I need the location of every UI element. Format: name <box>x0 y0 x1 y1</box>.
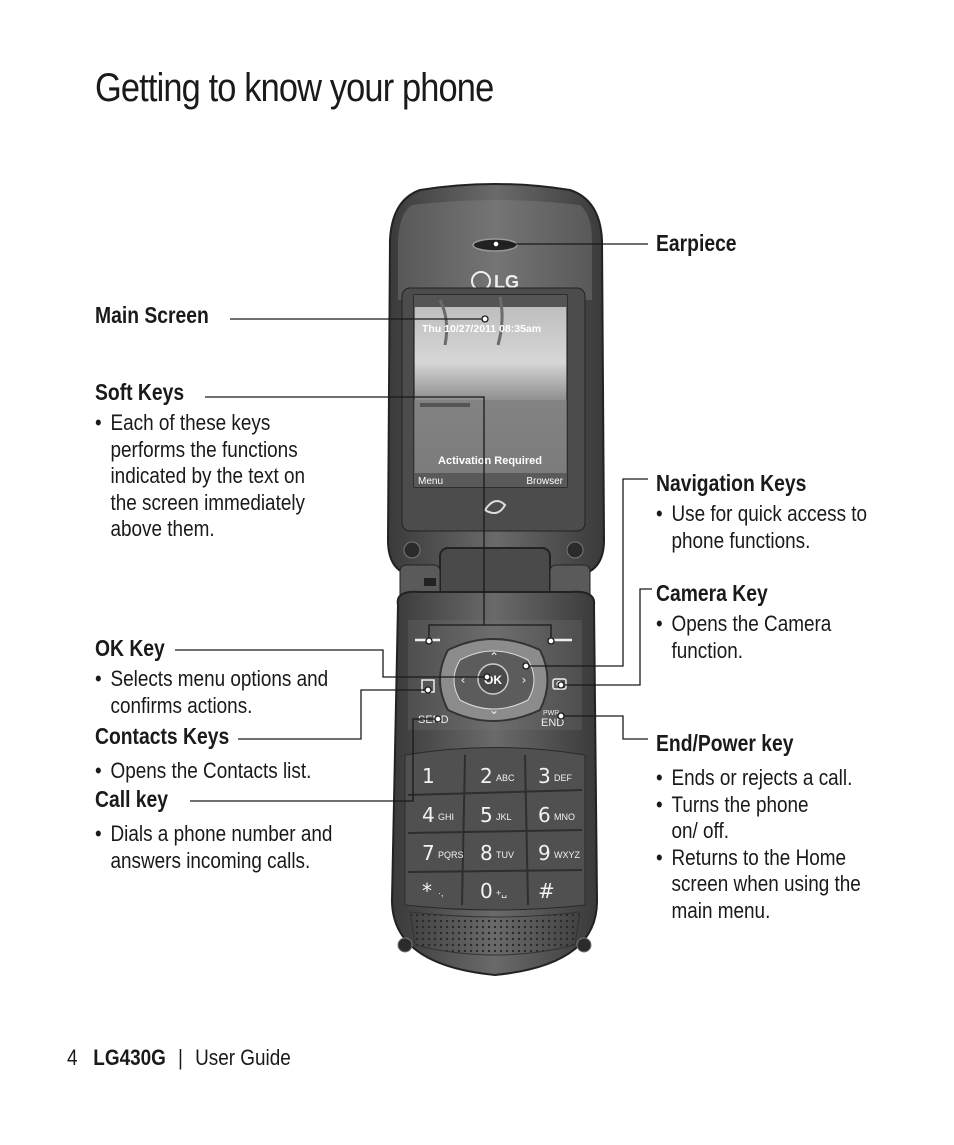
keypad-digit-5[interactable]: 5 <box>480 803 493 827</box>
callout-call-key-title: Call key <box>95 786 169 812</box>
callout-end-power-key-title: End/Power key <box>656 730 794 756</box>
svg-text:‹: ‹ <box>461 673 466 687</box>
keypad-letters-7: PQRS <box>438 850 464 860</box>
keypad-digit-7[interactable]: 7 <box>422 841 435 865</box>
footer-model: LG430G <box>93 1045 166 1070</box>
keypad-letters-9: WXYZ <box>554 850 581 860</box>
keypad-letters-4: GHI <box>438 812 454 822</box>
page-title: Getting to know your phone <box>95 66 494 110</box>
leader-ok-key <box>175 649 487 678</box>
callout-main-screen-title: Main Screen <box>95 302 209 328</box>
callout-soft-keys: Soft Keys Each of these keys performs th… <box>95 378 363 543</box>
page-footer: 4 LG430G | User Guide <box>67 1045 291 1071</box>
callout-end-power-key: End/Power key Ends or rejects a call. Tu… <box>656 729 914 924</box>
leader-contacts-keys <box>238 689 428 740</box>
callout-earpiece: Earpiece <box>656 229 752 257</box>
keypad-letters-5: JKL <box>496 812 512 822</box>
callout-contacts-keys-title: Contacts Keys <box>95 723 230 749</box>
page-number: 4 <box>67 1045 78 1070</box>
callout-soft-keys-title: Soft Keys <box>95 379 185 405</box>
keypad-digit-12[interactable]: # <box>538 879 555 903</box>
callout-soft-keys-bullet: Each of these keys performs the function… <box>95 410 325 543</box>
keypad-digit-6[interactable]: 6 <box>538 803 551 827</box>
callout-main-screen: Main Screen <box>95 301 231 329</box>
screen-date-time: Thu 10/27/2011 08:35am <box>422 323 541 335</box>
leader-end-power-key <box>561 715 648 740</box>
callout-ok-key: OK Key Selects menu options and confirms… <box>95 634 383 719</box>
callout-contacts-keys-bullet: Opens the Contacts list. <box>95 758 343 785</box>
footer-doc-title: User Guide <box>195 1045 291 1070</box>
svg-text:⌃: ⌃ <box>489 650 499 664</box>
callout-camera-key: Camera Key Opens the Camera function. <box>656 579 914 664</box>
screen-status: Activation Required <box>438 455 542 467</box>
callout-navigation-keys-title: Navigation Keys <box>656 470 807 496</box>
svg-text:⌄: ⌄ <box>489 703 499 717</box>
callout-end-power-key-bullet: Ends or rejects a call. <box>656 765 878 792</box>
keypad-letters-10: ·, <box>438 888 444 898</box>
svg-text:PWR: PWR <box>543 710 559 717</box>
keypad-letters-6: MNO <box>554 812 575 822</box>
end-key-label: END <box>541 717 564 729</box>
ok-key <box>477 663 509 695</box>
keypad-letters-2: ABC <box>496 773 515 783</box>
callout-ok-key-bullet: Selects menu options and confirms action… <box>95 666 343 719</box>
callout-ok-key-title: OK Key <box>95 635 165 661</box>
svg-text:›: › <box>522 673 527 687</box>
keypad-digit-3[interactable]: 3 <box>538 764 551 788</box>
keypad-letters-11: +␣ <box>496 888 507 899</box>
keypad-digit-4[interactable]: 4 <box>422 803 435 827</box>
callout-camera-key-title: Camera Key <box>656 580 768 606</box>
keypad <box>404 747 586 911</box>
callout-call-key-bullet: Dials a phone number and answers incomin… <box>95 821 343 874</box>
callout-navigation-keys: Navigation Keys Use for quick access to … <box>656 469 914 554</box>
leader-camera-key <box>561 588 652 686</box>
keypad-digit-8[interactable]: 8 <box>480 841 493 865</box>
keypad-letters-8: TUV <box>496 850 514 860</box>
speaker-grille <box>409 911 581 956</box>
callout-end-power-key-bullet: Turns the phone on/ off. <box>656 792 835 845</box>
leader-navigation-keys <box>526 478 648 667</box>
keypad-digit-11[interactable]: 0 <box>480 879 493 903</box>
keypad-digit-10[interactable]: * <box>422 879 432 903</box>
callout-end-power-key-bullet: Returns to the Home screen when using th… <box>656 845 878 925</box>
keypad-letters-3: DEF <box>554 773 573 783</box>
callout-earpiece-title: Earpiece <box>656 230 737 256</box>
leader-call-key <box>190 718 438 802</box>
keypad-digit-2[interactable]: 2 <box>480 764 493 788</box>
callout-call-key: Call key Dials a phone number and answer… <box>95 785 383 874</box>
camera-key-icon <box>552 678 567 690</box>
keypad-digit-9[interactable]: 9 <box>538 841 551 865</box>
screen-softkey-right: Browser <box>526 476 563 487</box>
screen-softkey-left: Menu <box>418 476 443 487</box>
keypad-digit-1[interactable]: 1 <box>422 764 435 788</box>
callout-camera-key-bullet: Opens the Camera function. <box>656 611 878 664</box>
callout-navigation-keys-bullet: Use for quick access to phone functions. <box>656 501 878 554</box>
phone-brand: LG <box>494 272 519 292</box>
callout-contacts-keys: Contacts Keys Opens the Contacts list. <box>95 722 383 785</box>
footer-separator: | <box>178 1045 183 1070</box>
